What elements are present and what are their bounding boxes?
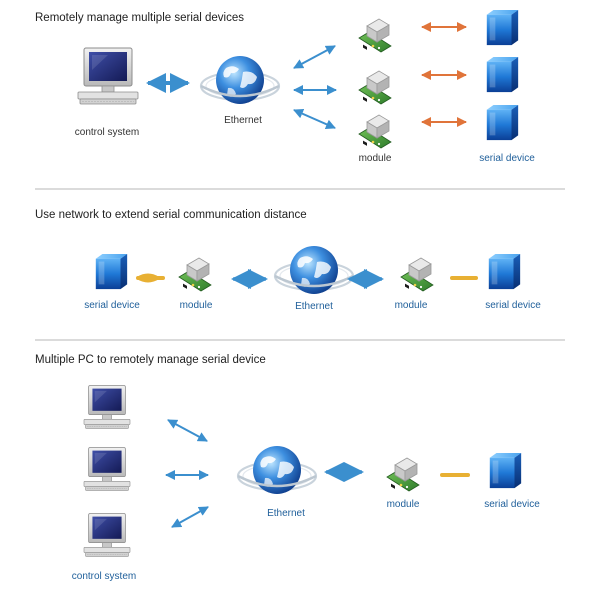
serial-device-label: serial device — [84, 300, 140, 311]
section-title: Use network to extend serial communicati… — [35, 209, 307, 221]
serial-device-label: serial device — [479, 153, 535, 164]
network-arrow — [167, 419, 208, 442]
module-icon — [400, 257, 434, 292]
network-arrow — [293, 109, 336, 129]
cube-icon — [486, 9, 519, 46]
serial-device-label: serial device — [484, 499, 540, 510]
ethernet-label: Ethernet — [267, 508, 305, 519]
cube-icon — [488, 253, 521, 290]
module-label: module — [394, 300, 428, 311]
section-title: Remotely manage multiple serial devices — [35, 12, 245, 24]
cube-icon — [489, 452, 522, 489]
module-label: module — [358, 153, 392, 164]
computer-icon — [83, 385, 131, 429]
control-system-label: control system — [71, 571, 137, 582]
serial-device-label: serial device — [485, 300, 541, 311]
module-icon — [358, 114, 392, 149]
computer-icon — [77, 47, 139, 105]
network-arrow — [171, 506, 209, 528]
module-icon — [358, 18, 392, 53]
computer-icon — [83, 513, 131, 557]
globe-icon — [273, 244, 355, 296]
module-label: module — [179, 300, 213, 311]
module-icon — [358, 70, 392, 105]
cube-icon — [486, 104, 519, 141]
section-title: Multiple PC to remotely manage serial de… — [35, 354, 266, 366]
globe-icon — [199, 54, 281, 106]
globe-icon — [236, 444, 318, 496]
control-system-label: control system — [74, 127, 140, 138]
cube-icon — [95, 253, 128, 290]
cube-icon — [486, 56, 519, 93]
computer-icon — [83, 447, 131, 491]
module-icon — [178, 257, 212, 292]
ethernet-label: Ethernet — [224, 115, 262, 126]
module-label: module — [386, 499, 420, 510]
module-icon — [386, 457, 420, 492]
network-arrow — [293, 45, 336, 69]
ethernet-label: Ethernet — [295, 301, 333, 312]
